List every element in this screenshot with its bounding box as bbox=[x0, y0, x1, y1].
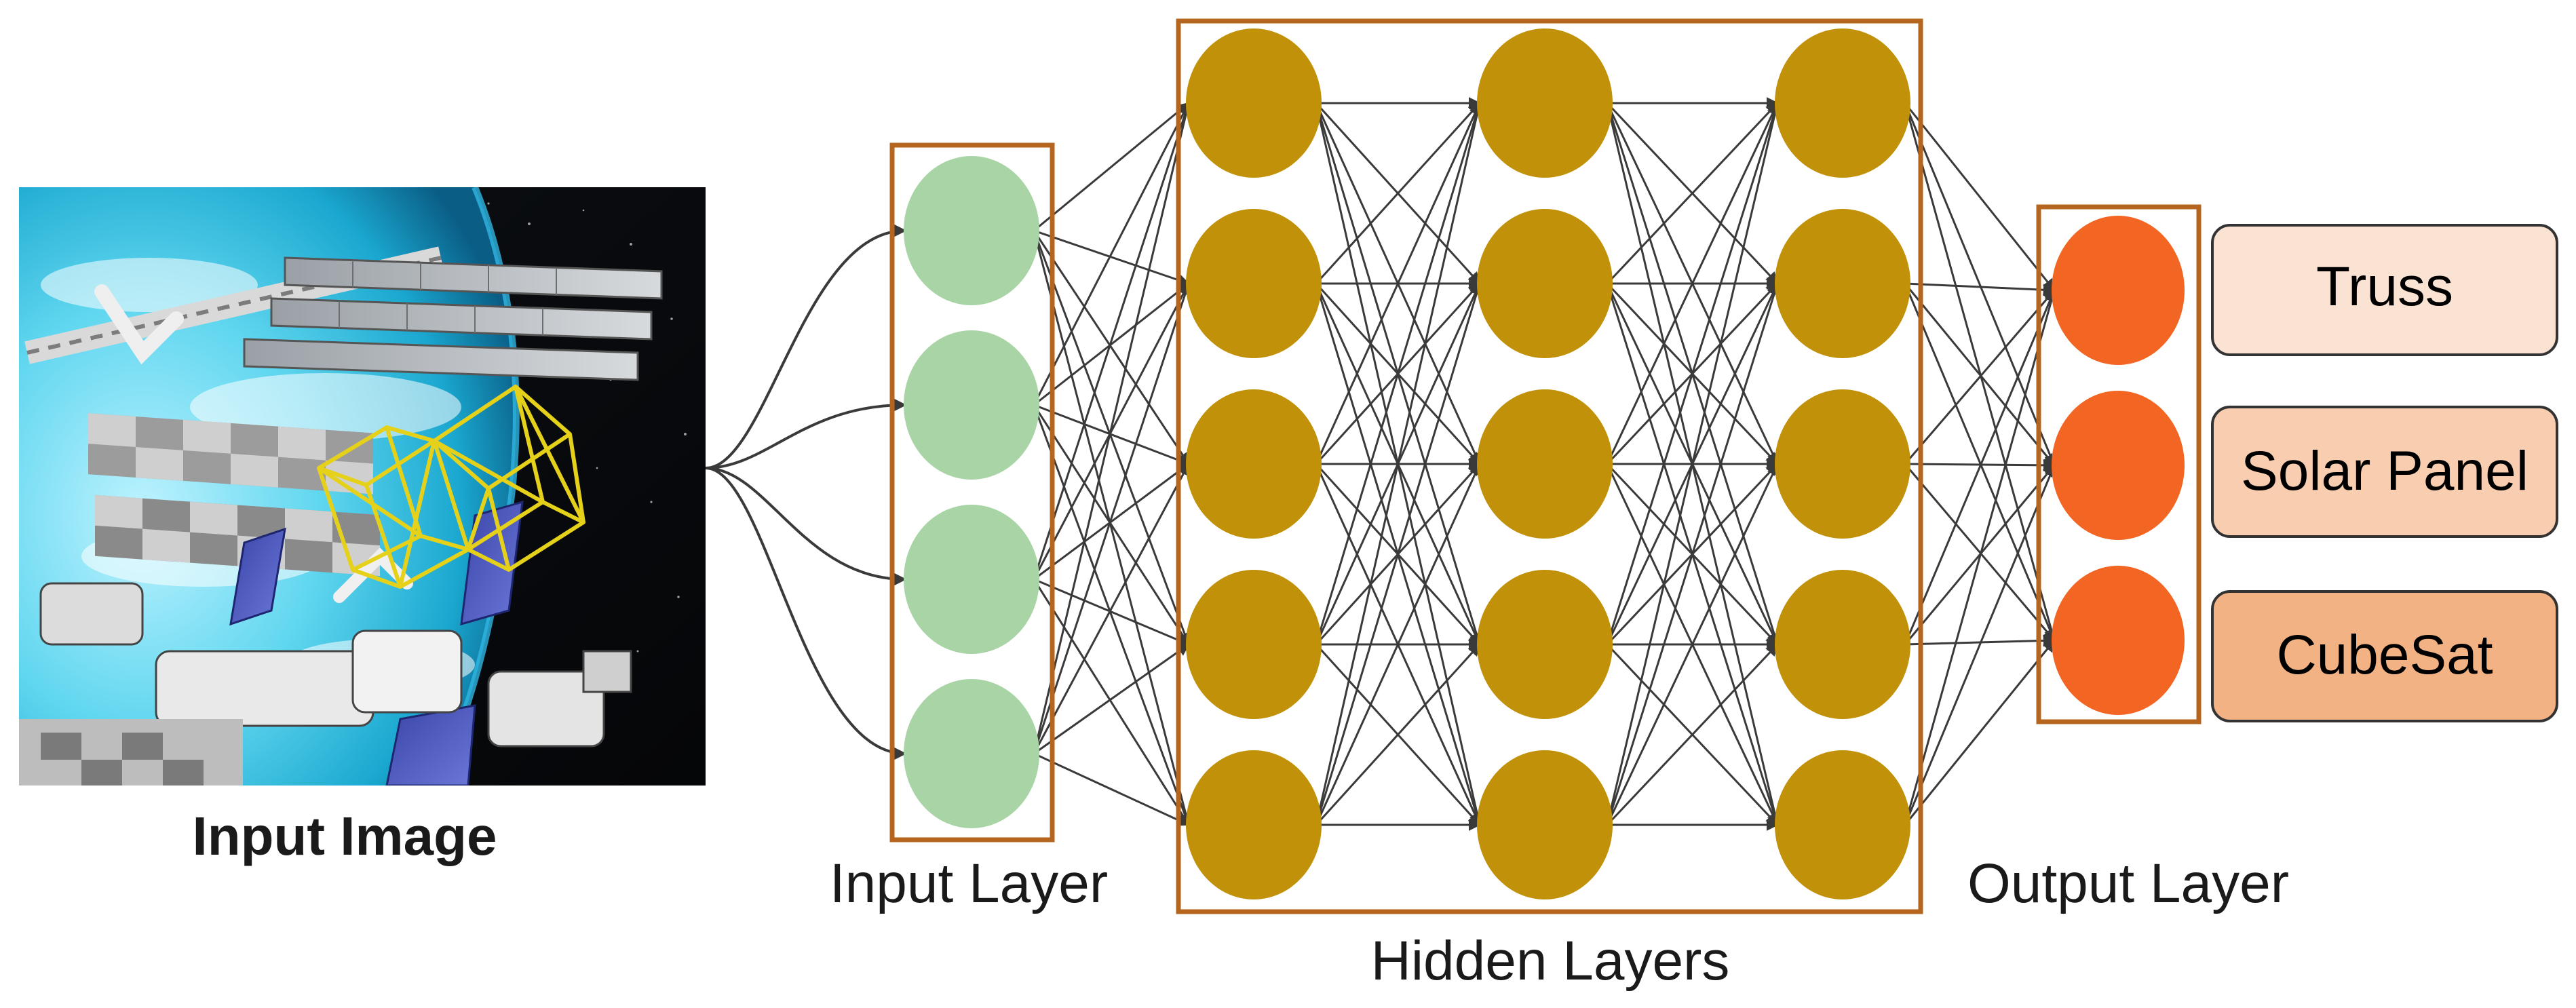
input-node bbox=[904, 330, 1039, 480]
hidden-node bbox=[1775, 750, 1910, 899]
hidden-node bbox=[1477, 389, 1613, 539]
hidden-node bbox=[1775, 28, 1910, 178]
output-node bbox=[2052, 391, 2185, 540]
connection-edge bbox=[1033, 752, 1190, 826]
hidden-node bbox=[1477, 570, 1613, 719]
connection-edge bbox=[1904, 282, 2056, 296]
output-node bbox=[2052, 216, 2185, 365]
image-to-input-arrow bbox=[705, 222, 907, 469]
input-node bbox=[904, 505, 1039, 654]
connection-edge bbox=[1033, 643, 1190, 755]
hidden-node bbox=[1186, 750, 1322, 899]
output-class-label: Truss bbox=[2316, 256, 2453, 317]
hidden-node bbox=[1186, 389, 1322, 539]
input-image-caption: Input Image bbox=[193, 806, 497, 866]
connection-edge bbox=[1904, 102, 2056, 467]
connection-edge bbox=[1606, 643, 1779, 826]
hidden-layers-caption: Hidden Layers bbox=[1371, 930, 1730, 992]
hidden-node bbox=[1775, 570, 1910, 719]
connection-edge bbox=[1033, 578, 1190, 646]
hidden-node bbox=[1775, 209, 1910, 358]
connection-edge bbox=[1904, 102, 2058, 642]
image-to-input-arrow bbox=[705, 397, 907, 469]
connection-edge bbox=[1033, 102, 1193, 754]
image-to-input-arrow bbox=[705, 467, 907, 587]
connection-edge bbox=[1904, 464, 2056, 826]
hidden-node bbox=[1186, 209, 1322, 358]
output-class-box bbox=[2211, 590, 2558, 722]
output-node bbox=[2052, 566, 2185, 715]
output-class-solar-panel: Solar Panel bbox=[2211, 406, 2558, 538]
input-node bbox=[904, 156, 1039, 305]
connection-edge bbox=[1033, 229, 1190, 286]
output-class-box bbox=[2211, 224, 2558, 356]
connection-edge bbox=[1606, 102, 1779, 285]
connection-edge bbox=[1606, 282, 1780, 826]
connection-edge bbox=[1606, 102, 1782, 826]
image-to-input-arrow bbox=[705, 467, 907, 762]
hidden-node bbox=[1477, 750, 1613, 899]
connection-edge bbox=[1315, 102, 1481, 285]
hidden-node bbox=[1477, 28, 1613, 178]
connection-edge bbox=[1315, 282, 1482, 826]
connection-edge bbox=[1315, 102, 1484, 826]
hidden-node bbox=[1775, 389, 1910, 539]
output-class-label: CubeSat bbox=[2276, 624, 2493, 686]
connection-edge bbox=[1904, 283, 2056, 467]
connection-edge bbox=[1033, 404, 1190, 466]
connection-edge bbox=[1904, 463, 2056, 642]
hidden-node bbox=[1186, 570, 1322, 719]
connection-edge bbox=[1315, 643, 1481, 826]
connection-edge bbox=[1033, 404, 1190, 646]
connection-edge bbox=[1033, 230, 1190, 465]
connection-edge bbox=[1904, 102, 2056, 292]
connection-edge bbox=[1033, 579, 1190, 826]
output-class-label: Solar Panel bbox=[2241, 440, 2529, 502]
connection-edge bbox=[1904, 639, 2056, 826]
connection-edge bbox=[1606, 102, 1780, 645]
output-class-box bbox=[2211, 406, 2558, 538]
connection-edge bbox=[1033, 230, 1192, 826]
connection-edge bbox=[1033, 102, 1191, 580]
connection-edge bbox=[1904, 289, 2056, 645]
connection-edge bbox=[1606, 463, 1779, 826]
output-layer-caption: Output Layer bbox=[1967, 853, 2289, 914]
connection-edge bbox=[1033, 282, 1191, 754]
input-image-photo bbox=[19, 187, 706, 786]
connection-edge bbox=[1904, 283, 2056, 642]
output-class-truss: Truss bbox=[2211, 224, 2558, 356]
connection-edge bbox=[1904, 459, 2056, 471]
hidden-node bbox=[1477, 209, 1613, 358]
output-layer-box bbox=[2036, 204, 2202, 724]
hidden-layers-box bbox=[1176, 18, 1923, 914]
input-node bbox=[904, 679, 1039, 828]
connection-edge bbox=[1033, 463, 1190, 754]
output-class-cubesat: CubeSat bbox=[2211, 590, 2558, 722]
connection-edge bbox=[1033, 102, 1190, 232]
connection-edge bbox=[1033, 404, 1191, 826]
connection-edge bbox=[1904, 634, 2056, 647]
connection-edge bbox=[1606, 102, 1779, 465]
input-layer-box bbox=[889, 142, 1055, 842]
connection-edge bbox=[1315, 102, 1482, 645]
connection-edge bbox=[1315, 463, 1481, 826]
connection-edge bbox=[1315, 102, 1481, 465]
connection-edge bbox=[1904, 289, 2058, 826]
connection-edge bbox=[1033, 230, 1191, 646]
input-layer-caption: Input Layer bbox=[830, 853, 1108, 914]
connection-edge bbox=[1904, 289, 2056, 465]
connection-edge bbox=[1033, 102, 1190, 406]
hidden-node bbox=[1186, 28, 1322, 178]
